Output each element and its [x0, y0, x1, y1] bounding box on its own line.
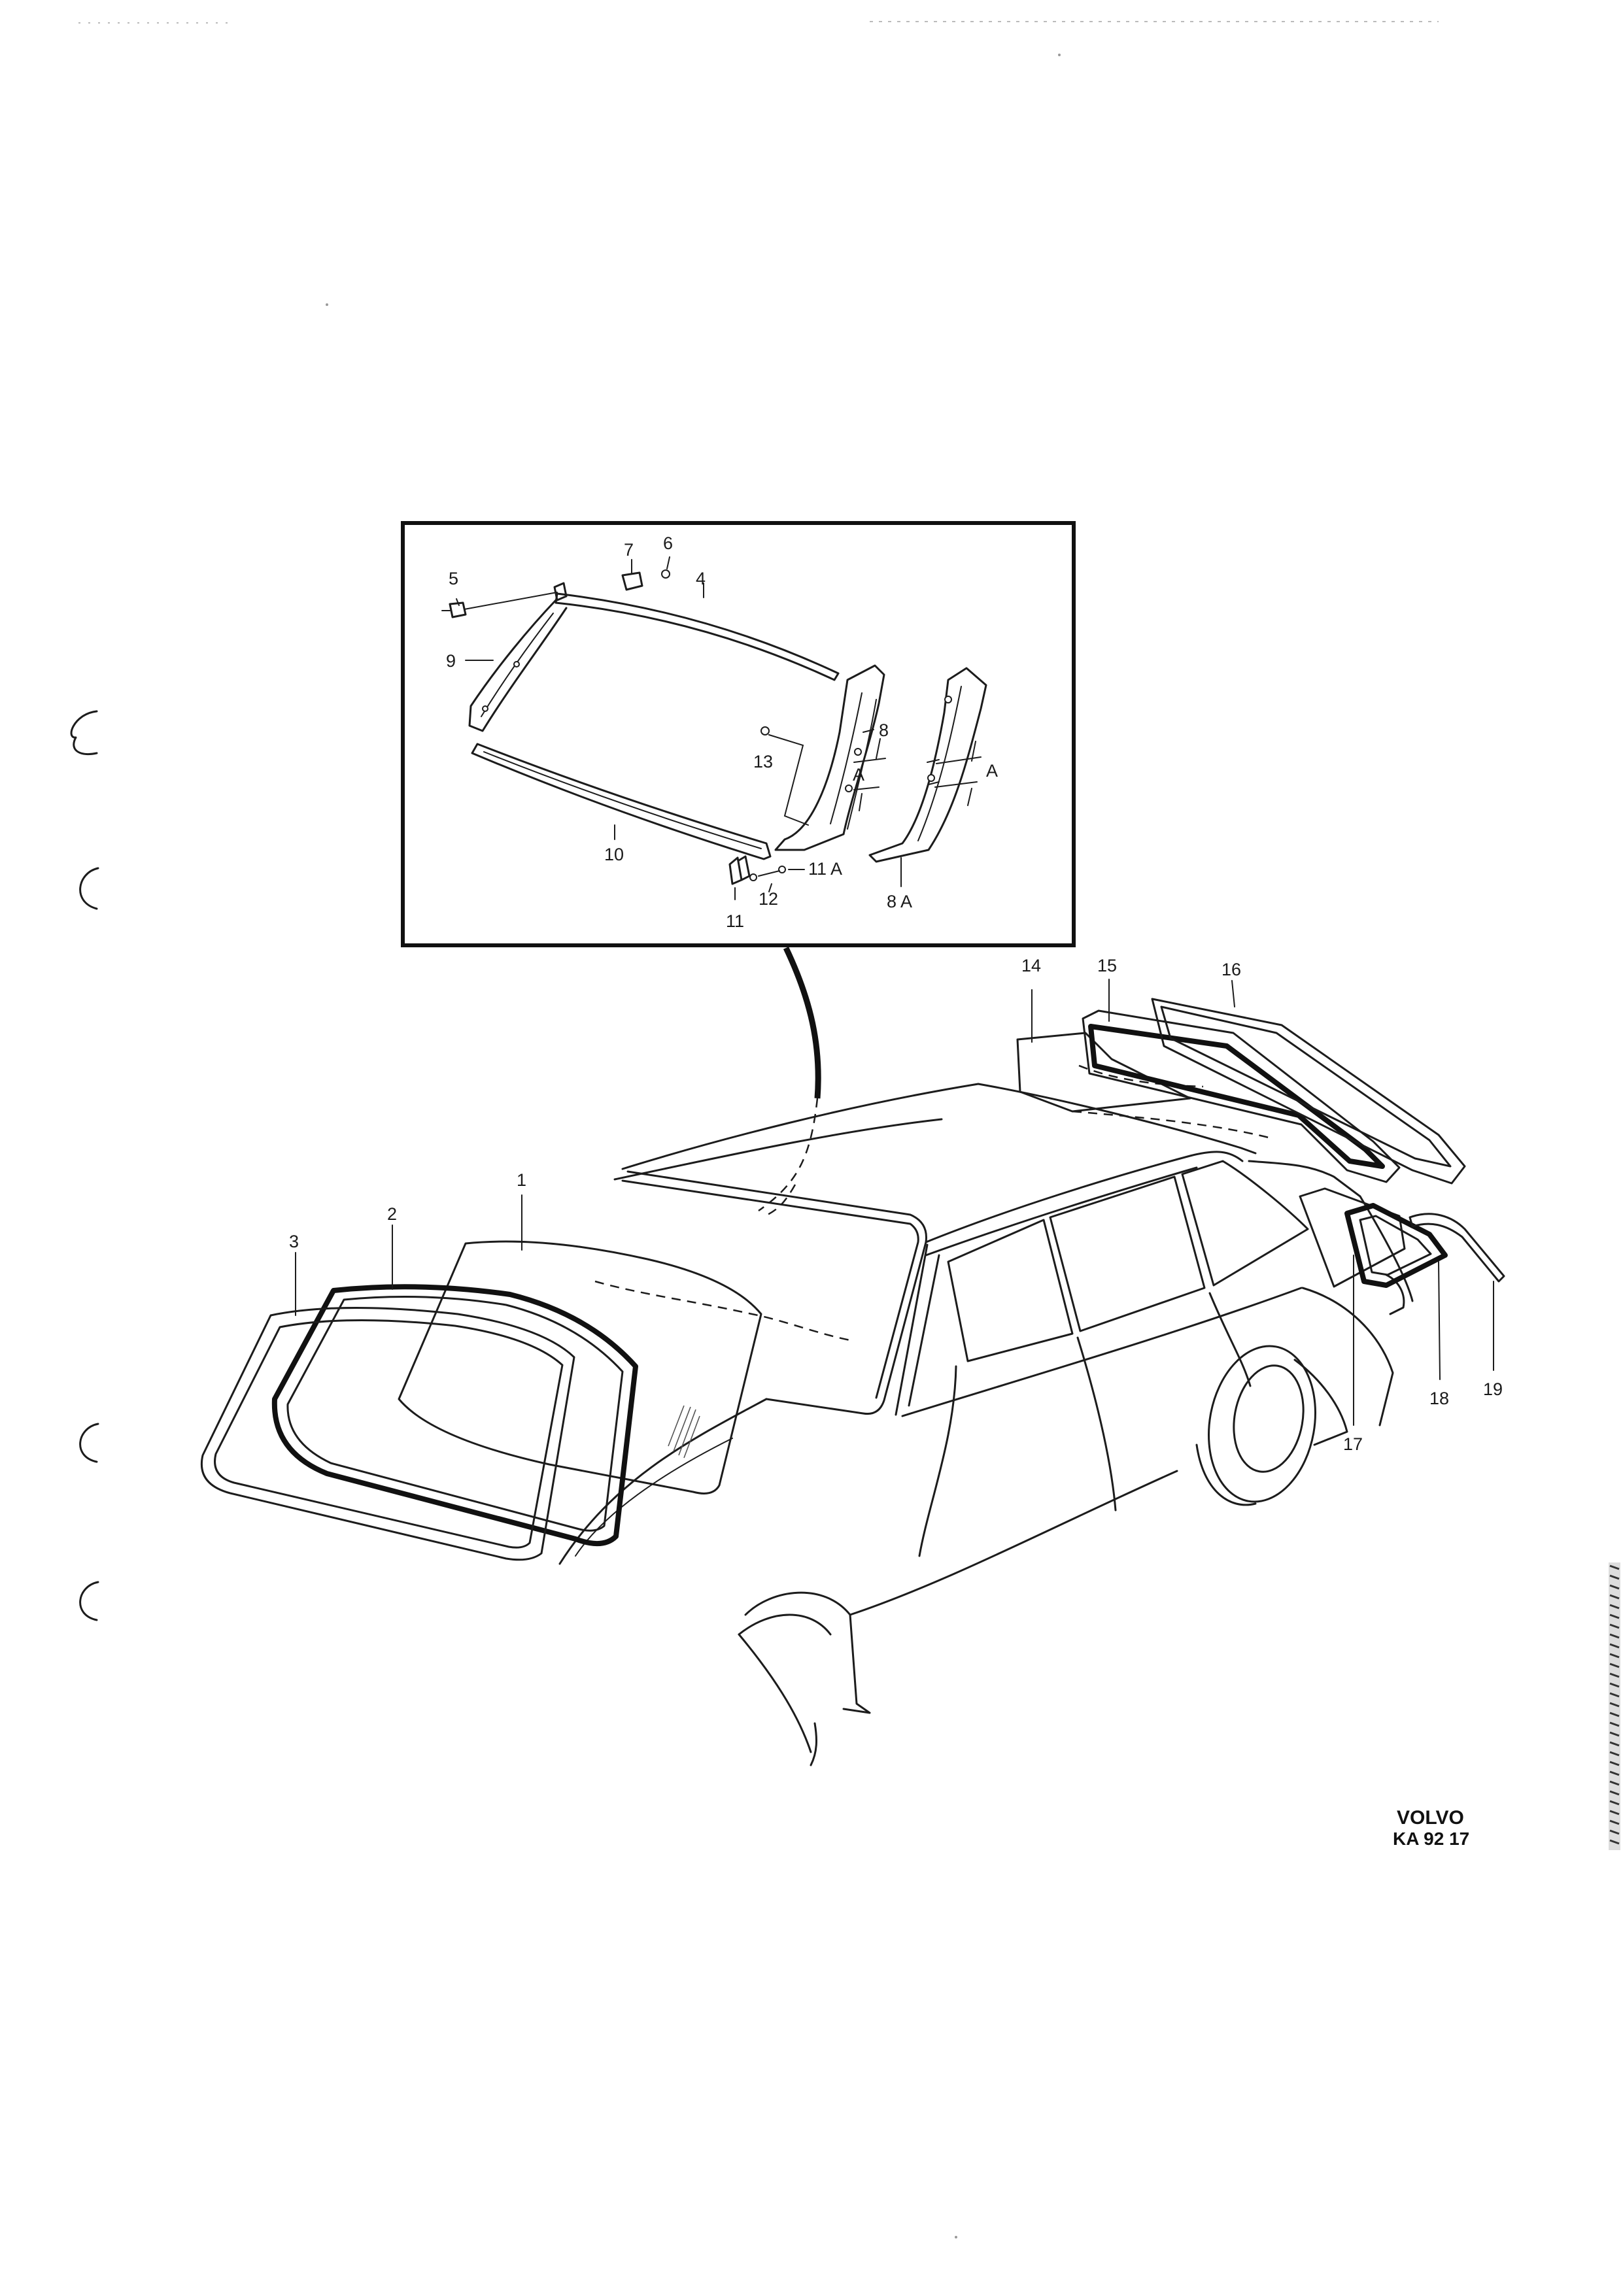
clip-12-part [749, 873, 757, 881]
binder-hole-3 [79, 1423, 99, 1463]
fastener-13-part [760, 726, 770, 735]
callout-8a: 8 A [887, 892, 912, 911]
clip-7-part [621, 571, 643, 591]
inset-connector [783, 947, 821, 1099]
callout-7: 7 [624, 540, 634, 560]
callout-3: 3 [289, 1232, 299, 1251]
drawing-code: KA 92 17 [1393, 1829, 1469, 1849]
callout-14: 14 [1021, 956, 1041, 975]
fastener-11a-part [778, 866, 786, 873]
callout-10: 10 [604, 845, 624, 864]
callout-16: 16 [1222, 960, 1241, 979]
clip-5-part [449, 601, 467, 618]
windshield-opening [626, 1170, 927, 1415]
callout-labels: 1 2 3 4 5 6 7 8 8 A 9 10 11 11 A 12 13 A… [289, 533, 1503, 1454]
callout-8: 8 [879, 720, 889, 740]
clip-6-part [661, 569, 670, 579]
callout-6: 6 [663, 533, 673, 553]
callout-2: 2 [387, 1204, 397, 1224]
rear-door-window [1049, 1175, 1206, 1332]
callout-12: 12 [759, 889, 778, 909]
callout-1: 1 [517, 1170, 526, 1190]
callout-13: 13 [753, 752, 773, 771]
binder-holes [70, 710, 99, 1621]
windscreen-hatch [668, 1405, 700, 1459]
right-pillar-moulding [774, 664, 885, 851]
front-wheel-arch [744, 1591, 871, 1714]
callout-17: 17 [1343, 1434, 1363, 1454]
binder-hole-1 [70, 710, 98, 755]
callout-5: 5 [449, 569, 458, 588]
lower-moulding [471, 743, 772, 860]
inset-leaders [456, 556, 902, 900]
inset-frame [401, 521, 1076, 947]
pillar-moulding-8a [868, 667, 987, 863]
outer-frame-moulding [200, 1306, 575, 1561]
rear-window-frame [1151, 998, 1466, 1185]
binder-hole-2 [79, 867, 99, 910]
car-body [558, 1064, 1414, 1766]
clip-11-part [728, 855, 751, 885]
scan-top-edge [78, 21, 1439, 24]
callout-19: 19 [1483, 1379, 1503, 1399]
callout-9: 9 [446, 651, 456, 671]
brand-block: VOLVO KA 92 17 [1393, 1807, 1469, 1849]
scan-specks [326, 54, 1061, 2238]
quarter-window-seal [1344, 1203, 1448, 1288]
detail-inset [401, 521, 1076, 947]
car-bonnet [558, 1398, 768, 1565]
callout-11a: 11 A [808, 859, 842, 879]
brand-name: VOLVO [1397, 1807, 1464, 1829]
binder-hole-4 [79, 1581, 99, 1621]
upper-moulding [555, 592, 840, 681]
main-leaders [295, 979, 1494, 1426]
rear-window-seal [1082, 1009, 1401, 1183]
callout-4: 4 [696, 569, 706, 588]
front-door-window [947, 1219, 1074, 1362]
windscreen-glass [398, 1240, 762, 1494]
rear-side-window [1181, 1160, 1309, 1287]
quarter-window-glass [1299, 1187, 1406, 1288]
inset-connector-dashed [758, 1098, 819, 1212]
callout-18: 18 [1429, 1389, 1449, 1408]
quarter-trim-strip [1409, 1213, 1505, 1283]
callout-11: 11 [726, 911, 744, 931]
rear-wheel [1208, 1345, 1316, 1503]
callout-section-a2: A [986, 761, 998, 781]
car-roof [621, 1083, 1257, 1170]
callout-15: 15 [1097, 956, 1117, 975]
left-side-moulding [468, 599, 568, 732]
scan-edge-pattern [1609, 1562, 1620, 1850]
callout-section-a1: A [853, 765, 864, 785]
rubber-moulding [271, 1284, 638, 1547]
